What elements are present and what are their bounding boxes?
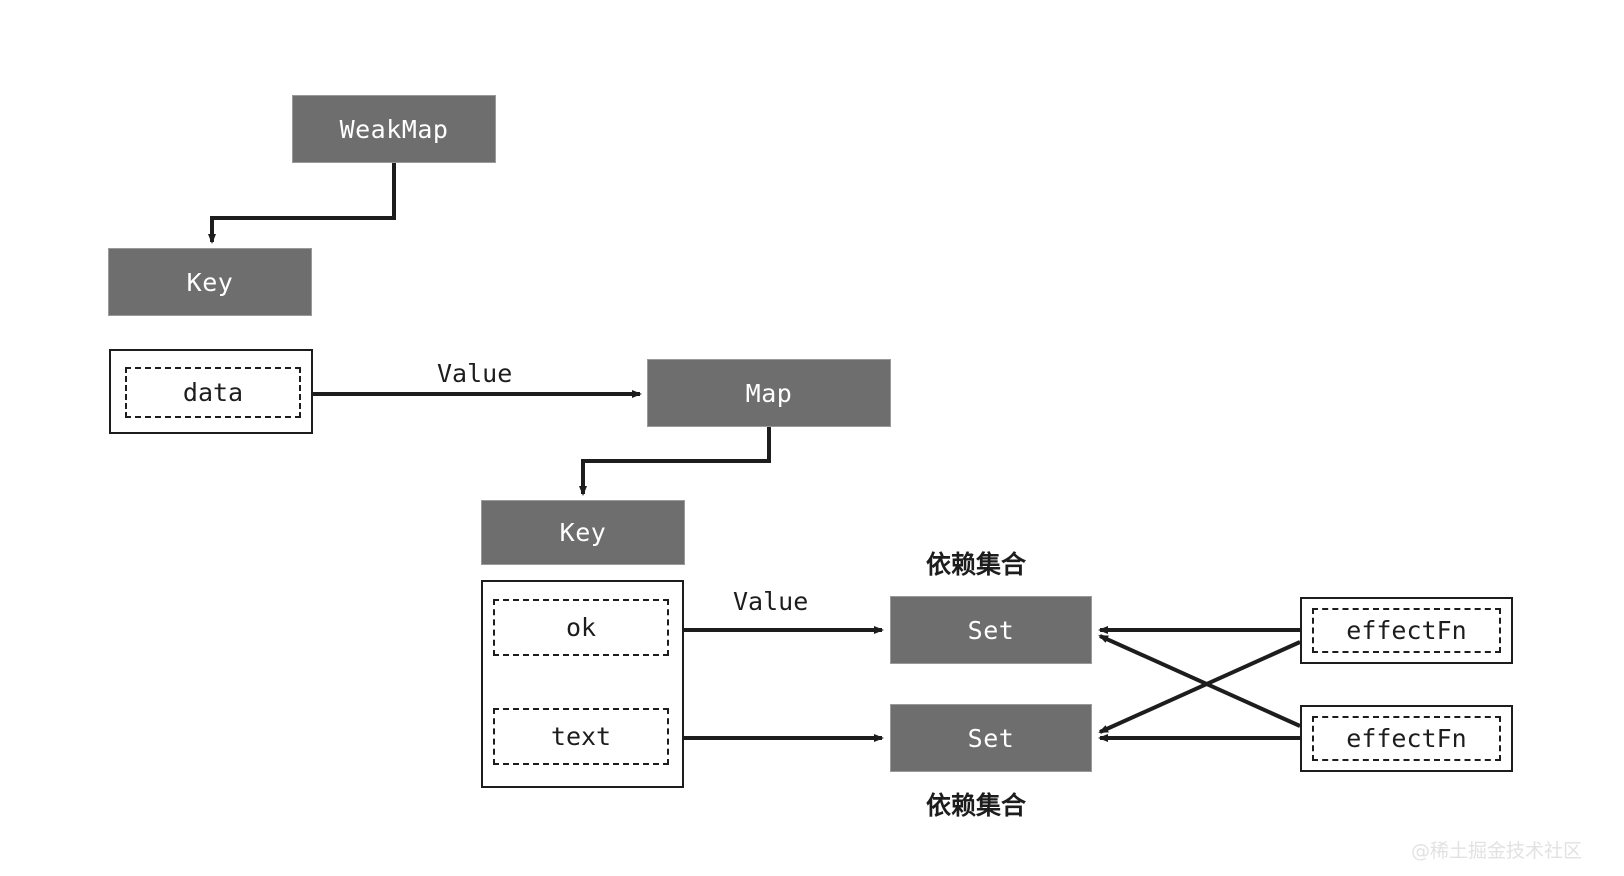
node-set-bottom[interactable]: Set	[890, 704, 1092, 772]
slot-text-label: text	[550, 722, 612, 751]
node-key-top-label: Key	[186, 267, 234, 297]
node-key-top[interactable]: Key	[108, 248, 312, 316]
edge-effectfn-bottom-to-set-top	[1098, 634, 1301, 728]
node-map-label: Map	[745, 378, 793, 408]
container-map-entries: ok text	[481, 580, 684, 788]
edge-map-to-key	[579, 427, 771, 496]
slot-text[interactable]: text	[493, 708, 669, 765]
slot-effect-fn-top-label: effectFn	[1346, 616, 1467, 645]
node-set-bottom-label: Set	[967, 723, 1015, 753]
container-effectfn-bottom: effectFn	[1300, 705, 1513, 772]
node-weakmap[interactable]: WeakMap	[292, 95, 496, 163]
slot-ok[interactable]: ok	[493, 599, 669, 656]
slot-data[interactable]: data	[125, 367, 301, 418]
container-weakmap-entry: data	[109, 349, 313, 434]
edge-label-value-bottom: Value	[733, 587, 809, 616]
annotation-dep-set-bottom: 依赖集合	[926, 791, 1027, 820]
node-map[interactable]: Map	[647, 359, 891, 427]
container-effectfn-top: effectFn	[1300, 597, 1513, 664]
slot-data-label: data	[182, 378, 244, 407]
edge-weakmap-to-key	[208, 163, 396, 244]
edge-effectfn-top-to-set-bottom	[1098, 640, 1301, 734]
node-set-top[interactable]: Set	[890, 596, 1092, 664]
edge-label-value-top: Value	[437, 359, 513, 388]
slot-ok-label: ok	[565, 613, 597, 642]
slot-effect-fn-bottom[interactable]: effectFn	[1312, 716, 1501, 761]
watermark: @稀土掘金技术社区	[1411, 840, 1583, 862]
slot-effect-fn-top[interactable]: effectFn	[1312, 608, 1501, 653]
annotation-dep-set-top: 依赖集合	[926, 550, 1027, 579]
slot-effect-fn-bottom-label: effectFn	[1346, 724, 1467, 753]
node-weakmap-label: WeakMap	[339, 114, 449, 144]
node-key-mid-label: Key	[559, 518, 607, 547]
node-set-top-label: Set	[967, 615, 1015, 645]
node-key-mid[interactable]: Key	[481, 500, 685, 565]
